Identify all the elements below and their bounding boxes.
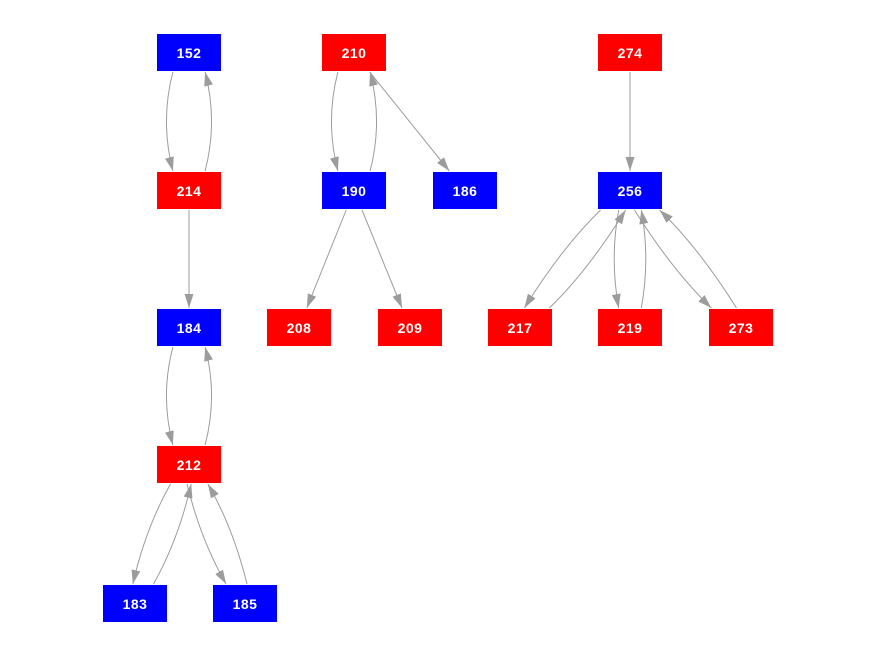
- graph-node-273[interactable]: 273: [709, 309, 773, 346]
- graph-node-256[interactable]: 256: [598, 172, 662, 209]
- edge-256-273: [634, 209, 712, 309]
- graph-node-210[interactable]: 210: [322, 34, 386, 71]
- graph-node-190[interactable]: 190: [322, 172, 386, 209]
- graph-node-209[interactable]: 209: [378, 309, 442, 346]
- node-label: 184: [176, 319, 202, 336]
- edge-152-214: [165, 71, 174, 172]
- node-label: 273: [728, 319, 754, 336]
- edge-183-212: [153, 483, 193, 585]
- node-label: 219: [617, 319, 643, 336]
- edge-256-219: [611, 209, 621, 309]
- edge-217-256: [549, 209, 627, 309]
- node-label: 214: [176, 182, 202, 199]
- edge-190-210: [369, 71, 378, 172]
- node-label: 274: [617, 44, 643, 61]
- graph-node-184[interactable]: 184: [157, 309, 221, 346]
- graph-node-183[interactable]: 183: [103, 585, 167, 622]
- graph-node-186[interactable]: 186: [433, 172, 497, 209]
- node-label: 210: [341, 44, 367, 61]
- graph-node-219[interactable]: 219: [598, 309, 662, 346]
- edge-184-212: [164, 346, 174, 446]
- node-label: 212: [176, 456, 202, 473]
- edge-214-152: [204, 71, 213, 172]
- graph-node-274[interactable]: 274: [598, 34, 662, 71]
- edge-256-217: [523, 209, 601, 309]
- node-label: 186: [452, 182, 478, 199]
- edge-190-209: [361, 209, 403, 309]
- node-label: 183: [122, 595, 148, 612]
- graph-node-185[interactable]: 185: [213, 585, 277, 622]
- node-label: 217: [507, 319, 533, 336]
- graph-node-217[interactable]: 217: [488, 309, 552, 346]
- node-label: 208: [286, 319, 312, 336]
- node-label: 209: [397, 319, 423, 336]
- graph-node-152[interactable]: 152: [157, 34, 221, 71]
- node-label: 185: [232, 595, 258, 612]
- edge-185-212: [207, 483, 248, 585]
- edge-219-256: [639, 209, 649, 309]
- edge-212-185: [186, 483, 227, 585]
- node-label: 256: [617, 182, 643, 199]
- edge-210-186: [369, 71, 450, 172]
- edge-212-184: [204, 346, 214, 446]
- node-label: 190: [341, 182, 367, 199]
- edges-group: [131, 71, 737, 585]
- node-label: 152: [176, 44, 202, 61]
- edge-210-190: [330, 71, 339, 172]
- edge-273-256: [659, 209, 737, 309]
- graph-node-212[interactable]: 212: [157, 446, 221, 483]
- edge-190-208: [306, 209, 347, 309]
- graph-node-208[interactable]: 208: [267, 309, 331, 346]
- graph-node-214[interactable]: 214: [157, 172, 221, 209]
- edge-212-183: [131, 483, 171, 585]
